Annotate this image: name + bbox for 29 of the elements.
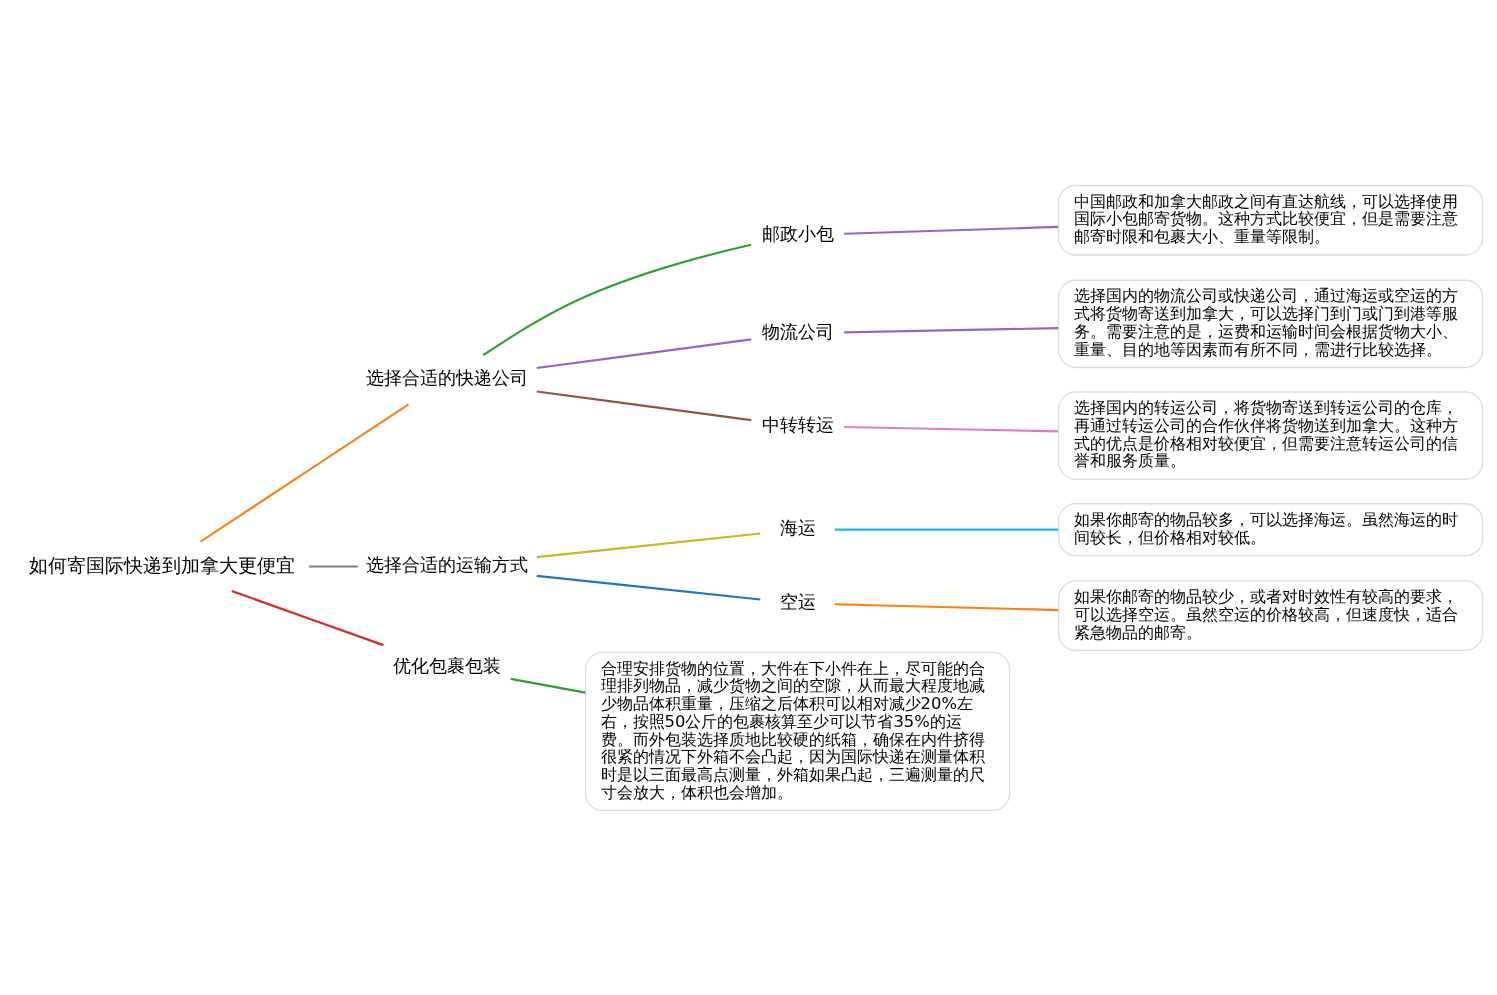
node-text: 优化包裹包装 — [393, 655, 502, 676]
connector — [844, 326, 1059, 334]
node-text: 空运 — [779, 591, 816, 612]
connector — [844, 425, 1059, 432]
node-box: 合理安排货物的位置，大件在下小件在上，尽可能的合理排列物品，减少货物之间的空隙，从而最大程度地减少物品体积重量，压缩之后体积可以相对减少20%左右，按照50公斤的包裹核算至少可以节省35%的运费。而外包装选择质地比较硬的纸箱，确保在内件挤得很紧的情况下外箱不会凸起，因为国际快递在测量体积时是以三面最高点测量，外箱如果凸起，三遍测量的尺寸会放大，体积也会增加。 — [584, 651, 1011, 811]
connector — [536, 389, 752, 421]
connector — [308, 564, 358, 568]
connector — [482, 243, 752, 356]
node-box: 选择国内的物流公司或快递公司，通过海运或空运的方式将货物寄送到加拿大，可以选择门到门或门到港等服务。需要注意的是，运费和运输时间会根据货物大小、重量、目的地等因素而有所不同，需进行比较选择。 — [1058, 279, 1484, 368]
node-text: 选择合适的运输方式 — [366, 554, 529, 575]
connector — [834, 528, 1059, 531]
node-box: 如果你邮寄的物品较多，可以选择海运。虽然海运的时间较长，但价格相对较低。 — [1058, 502, 1484, 556]
node-text: 选择合适的快递公司 — [366, 367, 529, 388]
node-box: 中国邮政和加拿大邮政之间有直达航线，可以选择使用国际小包邮寄货物。这种方式比较便宜，但是需要注意邮寄时限和包裹大小、重量等限制。 — [1058, 184, 1484, 256]
connector — [844, 225, 1059, 235]
node-text: 如何寄国际快递到加拿大更便宜 — [28, 554, 295, 576]
connector — [536, 531, 761, 558]
node-text: 海运 — [779, 517, 816, 538]
node-text: 中转转运 — [761, 414, 834, 435]
node-box: 如果你邮寄的物品较少，或者对时效性有较高的要求，可以选择空运。虽然空运的价格较高，但速度快，适合紧急物品的邮寄。 — [1058, 579, 1484, 651]
connector — [536, 337, 752, 369]
node-text: 物流公司 — [761, 321, 834, 342]
connector — [199, 402, 410, 543]
connector — [510, 677, 586, 694]
connector — [834, 602, 1059, 611]
connector — [231, 589, 384, 646]
connector — [536, 574, 761, 601]
node-text: 邮政小包 — [761, 223, 834, 244]
node-box: 选择国内的转运公司，将货物寄送到转运公司的仓库，再通过转运公司的合作伙伴将货物送到加拿大。这种方式的优点是价格相对较便宜，但需要注意转运公司的信誉和服务质量。 — [1058, 390, 1484, 480]
